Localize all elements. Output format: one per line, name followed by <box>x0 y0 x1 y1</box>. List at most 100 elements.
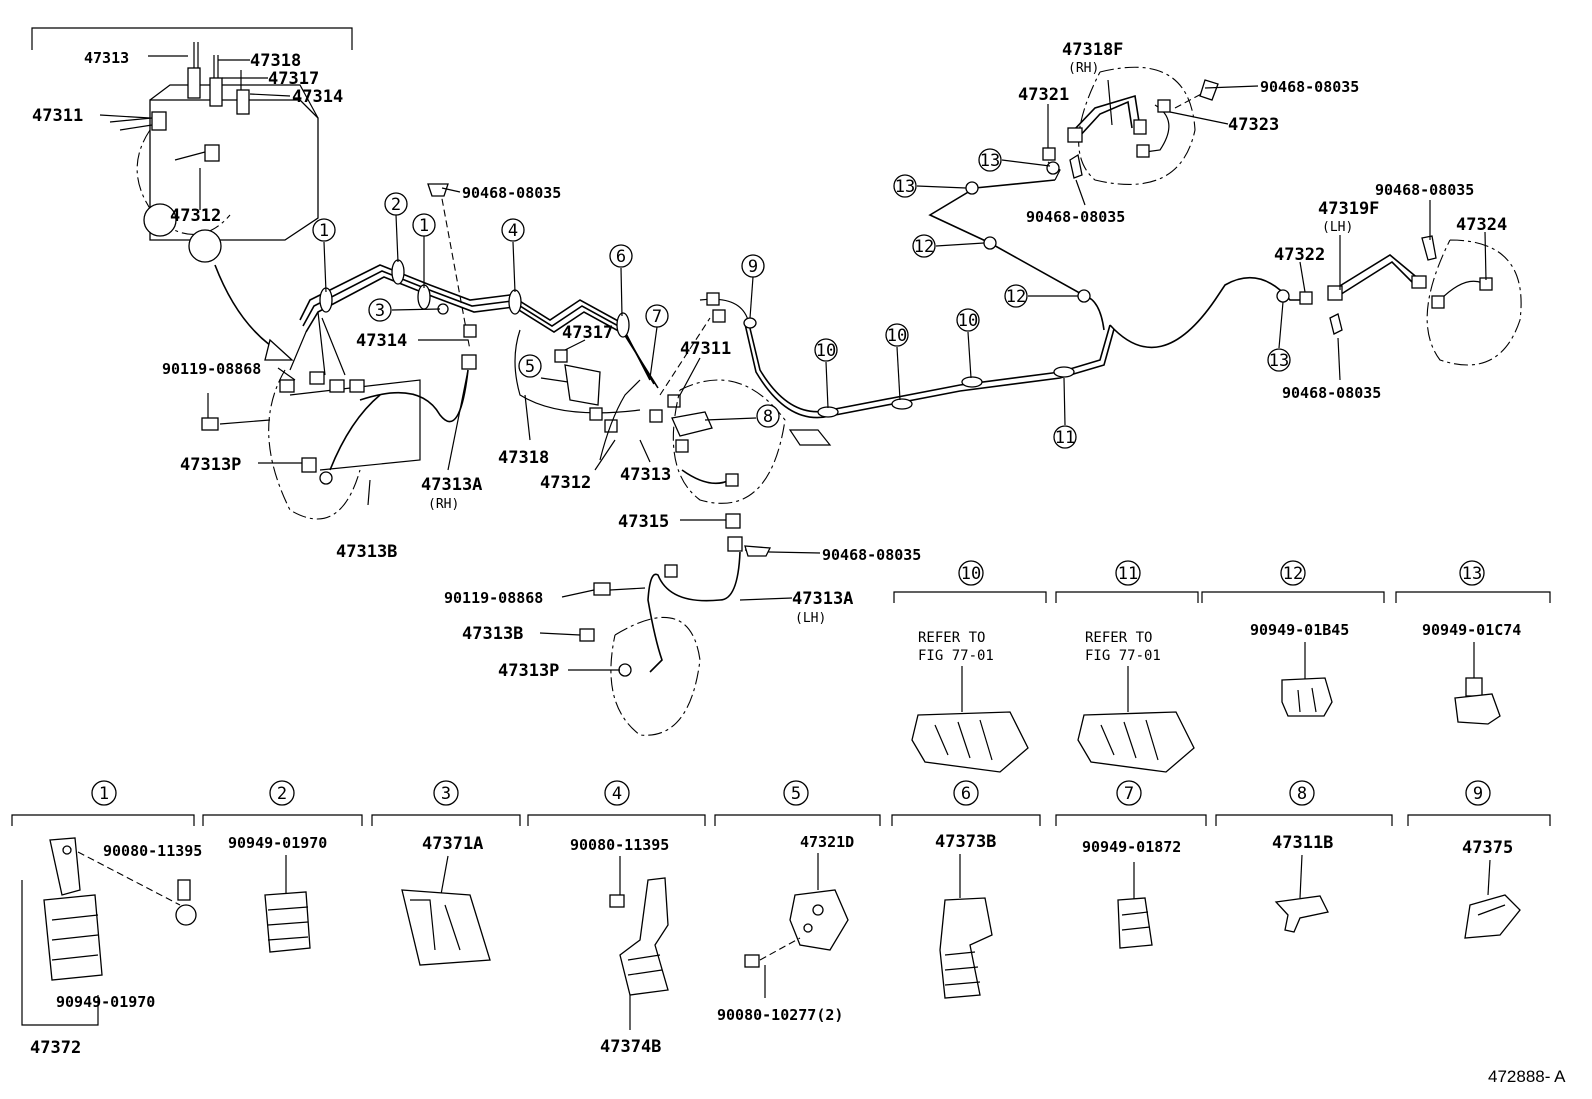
ref-1a: 1 <box>319 221 329 241</box>
detail-8-part: 47311B <box>1272 833 1333 853</box>
callout-b14: 90468-08035 <box>822 546 921 564</box>
ref-1b: 1 <box>419 216 429 236</box>
callout-b01: 90468-08035 <box>462 184 561 202</box>
detail-1-part: 90080-11395 <box>103 842 202 860</box>
ref-10a: 10 <box>816 341 836 361</box>
callout-c02: 47313A <box>792 589 853 609</box>
callout-47317: 47317 <box>268 69 319 89</box>
callout-e04: 47324 <box>1456 215 1507 235</box>
detail-1-assembly: 47372 <box>30 1038 81 1058</box>
callout-e03: (LH) <box>1322 220 1353 235</box>
callout-47312: 47312 <box>170 206 221 226</box>
callout-47313: 47313 <box>84 49 129 67</box>
detail-ref-3: 3 <box>441 784 451 804</box>
ref-2: 2 <box>391 195 401 215</box>
abs-actuator-group: 47313 47318 47317 47314 47311 47312 <box>31 27 353 361</box>
callout-b07: 47313A <box>421 475 482 495</box>
ref-11: 11 <box>1055 428 1075 448</box>
callout-e05: 47322 <box>1274 245 1325 265</box>
detail-1-part2: 90949-01970 <box>56 993 155 1011</box>
detail-9-part: 47375 <box>1462 838 1513 858</box>
detail-ref-13: 13 <box>1462 564 1482 584</box>
detail-panel-8: 8 47311B <box>1215 780 1393 933</box>
ref-7: 7 <box>652 307 662 327</box>
detail-5-part2: 90080-10277(2) <box>717 1006 843 1024</box>
detail-ref-11: 11 <box>1118 564 1138 584</box>
callout-b11: 47312 <box>540 473 591 493</box>
detail-panel-6: 6 47373B <box>891 780 1041 999</box>
detail-7-part: 90949-01872 <box>1082 838 1181 856</box>
detail-ref-12: 12 <box>1283 564 1303 584</box>
detail-ref-4: 4 <box>612 784 622 804</box>
detail-panel-11: 11 REFER TO FIG 77-01 <box>1055 560 1199 773</box>
detail-panel-2: 2 90949-01970 <box>202 780 363 953</box>
ref-13c: 13 <box>1269 351 1289 371</box>
figure-id: 472888- A <box>1488 1067 1566 1086</box>
ref-12b: 12 <box>1006 287 1026 307</box>
callout-c03: (LH) <box>795 611 826 626</box>
detail-13-part: 90949-01C74 <box>1422 621 1521 639</box>
detail-panel-13: 13 90949-01C74 <box>1395 560 1551 725</box>
detail-ref-7: 7 <box>1124 784 1134 804</box>
callout-d03: 47321 <box>1018 85 1069 105</box>
ref-13a: 13 <box>980 151 1000 171</box>
detail-panel-10: 10 REFER TO FIG 77-01 <box>893 560 1047 773</box>
detail-ref-1: 1 <box>99 784 109 804</box>
detail-2-part: 90949-01970 <box>228 834 327 852</box>
ref-13b: 13 <box>895 177 915 197</box>
detail-12-part: 90949-01B45 <box>1250 621 1349 639</box>
ref-5: 5 <box>525 357 535 377</box>
ref-10c: 10 <box>958 311 978 331</box>
detail-panel-9: 9 47375 <box>1407 780 1551 939</box>
callout-c05: 47313P <box>498 661 559 681</box>
ref-10b: 10 <box>887 326 907 346</box>
callout-b05: 90119-08868 <box>162 360 261 378</box>
detail-3-part: 47371A <box>422 834 483 854</box>
detail-panel-1: 1 90080-11395 90949-01970 47372 <box>11 780 202 1058</box>
detail-panel-7: 7 90949-01872 <box>1055 780 1207 949</box>
detail-ref-6: 6 <box>961 784 971 804</box>
callout-b09: 47313B <box>336 542 397 562</box>
callout-d02: (RH) <box>1068 61 1099 76</box>
callout-b13: 47315 <box>618 512 669 532</box>
detail-11-note2: FIG 77-01 <box>1085 648 1161 664</box>
callout-47314: 47314 <box>292 87 343 107</box>
callout-b02: 47314 <box>356 331 407 351</box>
callout-b03: 47317 <box>562 323 613 343</box>
detail-panel-4: 4 90080-11395 47374B <box>527 780 706 1057</box>
callout-47318: 47318 <box>250 51 301 71</box>
callout-b06: 47313P <box>180 455 241 475</box>
callout-d04: 90468-08035 <box>1260 78 1359 96</box>
detail-ref-10: 10 <box>961 564 981 584</box>
callout-d05: 47323 <box>1228 115 1279 135</box>
detail-ref-8: 8 <box>1297 784 1307 804</box>
detail-panel-5: 5 47321D 90080-10277(2) <box>714 780 881 1024</box>
detail-panel-12: 12 90949-01B45 <box>1201 560 1385 717</box>
detail-ref-5: 5 <box>791 784 801 804</box>
callout-47311: 47311 <box>32 106 83 126</box>
ref-6: 6 <box>616 247 626 267</box>
ref-9: 9 <box>748 257 758 277</box>
main-callouts: 90468-08035 47314 47317 47311 90119-0886… <box>162 40 1507 681</box>
ref-8: 8 <box>763 407 773 427</box>
callout-e01: 90468-08035 <box>1375 181 1474 199</box>
detail-ref-2: 2 <box>277 784 287 804</box>
callout-c01: 90119-08868 <box>444 589 543 607</box>
callout-b10: 47318 <box>498 448 549 468</box>
callout-b08: (RH) <box>428 497 459 512</box>
callout-d06: 90468-08035 <box>1026 208 1125 226</box>
detail-10-note2: FIG 77-01 <box>918 648 994 664</box>
detail-ref-9: 9 <box>1473 784 1483 804</box>
ref-12a: 12 <box>914 237 934 257</box>
detail-10-note1: REFER TO <box>918 630 985 646</box>
callout-b12: 47313 <box>620 465 671 485</box>
ref-4: 4 <box>508 221 518 241</box>
callout-c04: 47313B <box>462 624 523 644</box>
ref-circles: 1 2 1 4 3 6 5 7 8 9 10 10 10 11 13 13 12… <box>312 148 1291 449</box>
callout-d01: 47318F <box>1062 40 1123 60</box>
detail-4-part: 90080-11395 <box>570 836 669 854</box>
detail-panel-3: 3 47371A <box>371 780 521 966</box>
callout-e06: 90468-08035 <box>1282 384 1381 402</box>
callout-e02: 47319F <box>1318 199 1379 219</box>
